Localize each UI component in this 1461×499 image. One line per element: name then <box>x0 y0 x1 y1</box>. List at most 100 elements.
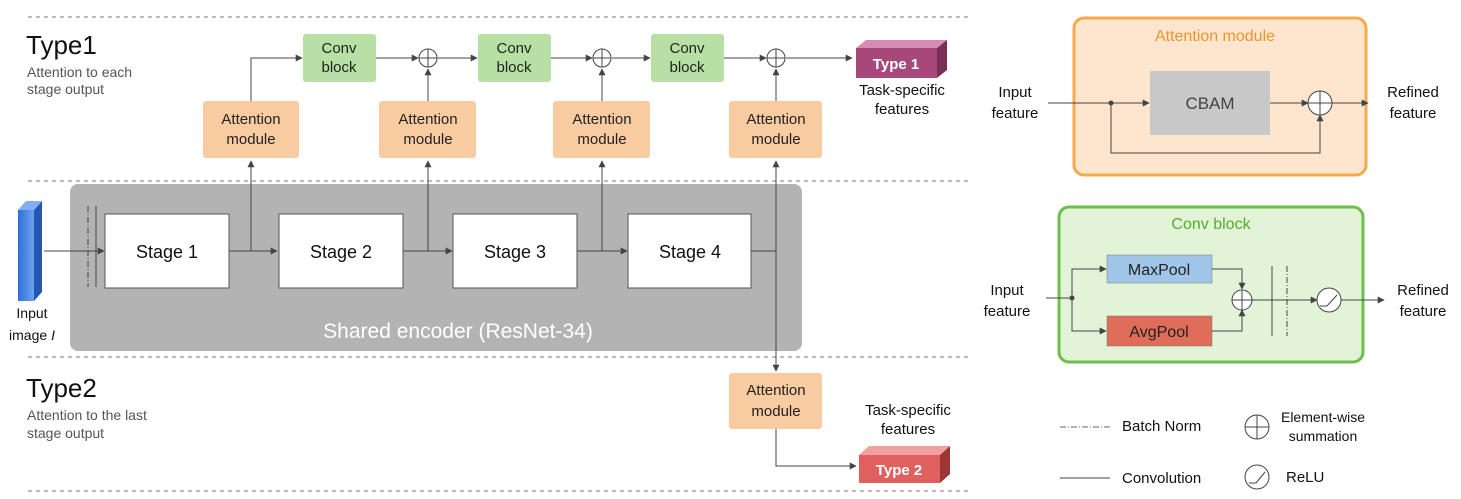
avgpool-label: AvgPool <box>1129 324 1188 341</box>
sum-icon <box>766 48 786 68</box>
input-image <box>18 201 42 301</box>
type2-attention-label-line1: Attention <box>746 382 805 399</box>
type2-subtitle-line1: Attention to the last <box>27 407 147 423</box>
cbam-box <box>1150 71 1270 135</box>
attention-label: module <box>226 131 275 148</box>
type2-tag-label: Type 2 <box>876 462 922 479</box>
type1-top-flow <box>250 54 853 101</box>
type1-subtitle-line1: Attention to each <box>27 64 132 80</box>
conv-label: block <box>496 59 532 76</box>
conv-label: Conv <box>321 40 357 57</box>
type1-subtitle-line2: stage output <box>27 81 104 97</box>
summation-nodes <box>418 48 786 68</box>
sum-icon <box>418 48 438 68</box>
type2-attention-module <box>729 373 822 429</box>
stage-box <box>278 213 404 289</box>
conv-block-2 <box>478 34 551 82</box>
type1-output-block: Type 1 <box>856 40 947 78</box>
conv-blocks: Conv block Conv block Conv block <box>303 34 724 82</box>
attention-label: Attention <box>572 111 631 128</box>
attention-label: Attention <box>221 111 280 128</box>
input-image-label-line2: image I <box>9 327 55 343</box>
type1-caption-line2: features <box>875 101 929 118</box>
type2-attention-label-line2: module <box>751 403 800 420</box>
stage-4-label: Stage 4 <box>659 242 721 262</box>
stage-1-label: Stage 1 <box>136 242 198 262</box>
stage-box <box>104 213 230 289</box>
maxpool-label: MaxPool <box>1128 262 1190 279</box>
attention-label: module <box>751 131 800 148</box>
stage-3-label: Stage 3 <box>484 242 546 262</box>
stage-boxes: Stage 1 Stage 2 Stage 3 Stage 4 <box>104 213 752 289</box>
conv-detail-output-line1: Refined <box>1397 282 1449 299</box>
legend-convolution: Convolution <box>1122 470 1201 487</box>
junction-dot <box>1108 100 1114 106</box>
attention-detail-input-line2: feature <box>992 105 1039 122</box>
cbam-label: CBAM <box>1185 94 1234 113</box>
conv-detail-output-line2: feature <box>1400 303 1447 320</box>
attention-label: Attention <box>398 111 457 128</box>
attention-detail-title: Attention module <box>1155 28 1275 45</box>
legend: Batch Norm Convolution Element-wise summ… <box>1060 409 1365 490</box>
type1-heading: Type1 Attention to each stage output <box>26 30 132 97</box>
type1-title: Type1 <box>26 30 97 60</box>
conv-label: block <box>321 59 357 76</box>
type2-title: Type2 <box>26 373 97 403</box>
conv-label: Conv <box>496 40 532 57</box>
attention-label: module <box>403 131 452 148</box>
shared-encoder-label: Shared encoder (ResNet-34) <box>323 320 593 343</box>
attention-label: module <box>577 131 626 148</box>
type1-tag-label: Type 1 <box>873 56 919 73</box>
conv-detail-title: Conv block <box>1171 216 1251 233</box>
shared-encoder-panel <box>70 184 802 351</box>
input-image-side <box>34 201 42 301</box>
conv-label: block <box>669 59 705 76</box>
stage-box <box>452 213 578 289</box>
stem-layers <box>87 206 97 287</box>
conv-label: Conv <box>669 40 705 57</box>
type2-caption-line2: features <box>881 421 935 438</box>
conv-detail-flow <box>1046 265 1385 336</box>
attention-detail-flow <box>1048 99 1369 154</box>
sum-icon <box>1231 289 1253 311</box>
stage-to-attention-links <box>247 160 780 372</box>
input-image-face <box>18 210 34 301</box>
sum-icon <box>592 48 612 68</box>
type2-output-block: Type 2 <box>859 446 950 483</box>
attention-module-4 <box>729 101 822 158</box>
type1-attention-modules: Attention module Attention module Attent… <box>203 101 822 158</box>
sum-icon <box>1244 414 1270 440</box>
legend-relu: ReLU <box>1286 469 1324 486</box>
maxpool-box <box>1106 254 1213 284</box>
attention-module-2 <box>379 101 476 158</box>
input-image-top <box>18 201 42 210</box>
type2-heading: Type2 Attention to the last stage output <box>26 373 147 441</box>
section-separators <box>28 16 970 492</box>
attention-detail-output-line1: Refined <box>1387 84 1439 101</box>
input-image-label-line1: Input <box>16 305 47 321</box>
stage-2-label: Stage 2 <box>310 242 372 262</box>
sum-icon <box>1307 90 1333 116</box>
attention-detail-output-line2: feature <box>1390 105 1437 122</box>
conv-detail-input-line1: Input <box>990 282 1024 299</box>
type2-subtitle-line2: stage output <box>27 425 104 441</box>
avgpool-box <box>1106 315 1213 347</box>
stage-box <box>627 213 752 289</box>
type1-caption-line1: Task-specific <box>859 82 945 99</box>
attention-detail-input-line1: Input <box>998 84 1032 101</box>
legend-batch-norm: Batch Norm <box>1122 418 1201 435</box>
relu-icon <box>1244 464 1270 490</box>
conv-block-1 <box>303 34 376 82</box>
legend-sum-line1: Element-wise <box>1281 409 1365 425</box>
type2-caption-line1: Task-specific <box>865 402 951 419</box>
relu-icon <box>1316 287 1342 313</box>
conv-block-3 <box>651 34 724 82</box>
legend-sum-line2: summation <box>1289 428 1357 444</box>
conv-detail-input-line2: feature <box>984 303 1031 320</box>
junction-dot <box>1069 295 1075 301</box>
type2-output-link <box>775 429 857 470</box>
attention-module-1 <box>203 101 299 158</box>
attention-module-3 <box>553 101 650 158</box>
attention-label: Attention <box>746 111 805 128</box>
